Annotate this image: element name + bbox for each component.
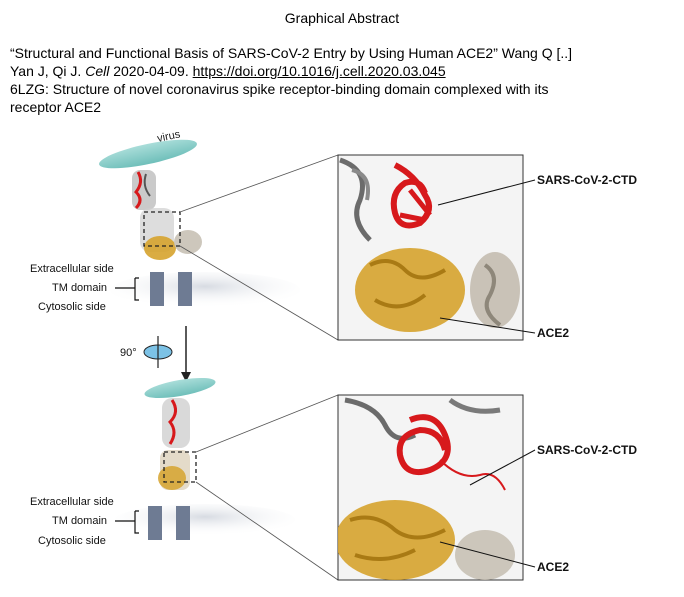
protein-stack-top xyxy=(132,170,202,306)
cytosolic-label-bottom: Cytosolic side xyxy=(38,535,106,547)
zoom-box-bottom xyxy=(163,451,197,483)
protein-stack-bottom xyxy=(148,398,190,540)
ace2-top xyxy=(355,248,465,332)
tm-domain-label-bottom: TM domain xyxy=(52,515,107,527)
rotation-label: 90° xyxy=(120,347,137,359)
rotation-indicator: 90° xyxy=(120,326,191,382)
tm-domain-label-top: TM domain xyxy=(52,282,107,294)
extracellular-label-bottom: Extracellular side xyxy=(30,496,114,508)
zoom-box-top xyxy=(143,211,181,247)
membrane-bottom xyxy=(115,504,295,536)
extracellular-label-top: Extracellular side xyxy=(30,263,114,275)
citation-journal: Cell xyxy=(85,63,110,79)
spike-ctd-bottom xyxy=(396,414,451,476)
graphical-abstract-heading: Graphical Abstract xyxy=(284,10,400,26)
ace2-bottom xyxy=(338,500,455,580)
structure-description: 6LZG: Structure of novel coronavirus spi… xyxy=(10,81,549,97)
citation-title: “Structural and Functional Basis of SARS… xyxy=(10,45,573,61)
virus-surface-top xyxy=(99,139,197,169)
citation-date: 2020-04-09. xyxy=(109,63,193,79)
virus-surface-bottom xyxy=(144,377,216,399)
bottom-zoom-panel: SARS-CoV-2-CTD ACE2 xyxy=(337,394,637,581)
bottom-overview: Extracellular side TM domain Cytosolic s… xyxy=(30,377,339,581)
citation-block: “Structural and Functional Basis of SARS… xyxy=(10,44,678,116)
callout-ace2-bottom: ACE2 xyxy=(537,560,569,574)
citation-authors-line: Yan J, Qi J. Cell 2020-04-09. https://do… xyxy=(10,62,678,80)
cytosolic-label-top: Cytosolic side xyxy=(38,301,106,313)
callout-spike-top: SARS-CoV-2-CTD xyxy=(537,173,637,187)
top-overview: virus Extracellular side TM domain Cytos… xyxy=(30,128,339,341)
doi-link[interactable]: https://doi.org/10.1016/j.cell.2020.03.0… xyxy=(192,63,446,79)
callout-ace2-top: ACE2 xyxy=(537,326,569,340)
spike-ctd-top xyxy=(390,162,432,229)
callout-spike-bottom: SARS-CoV-2-CTD xyxy=(537,443,637,457)
citation-authors: Yan J, Qi J. xyxy=(10,63,86,79)
top-zoom-panel: SARS-CoV-2-CTD ACE2 xyxy=(337,154,637,341)
structure-description-cont: receptor ACE2 xyxy=(10,99,102,115)
virus-label: virus xyxy=(156,128,182,145)
